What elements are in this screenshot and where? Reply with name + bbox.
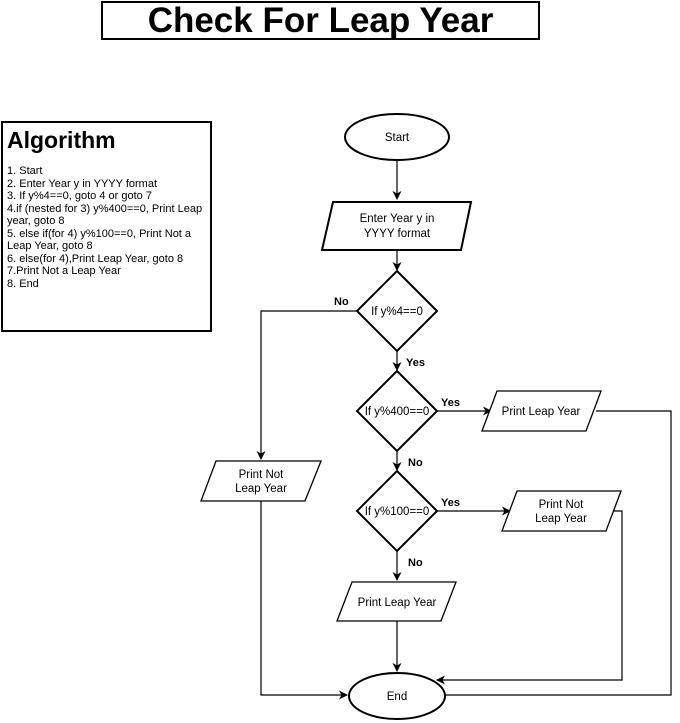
edge-label-d1-no: No bbox=[334, 296, 349, 308]
decision-mod400-label: If y%400==0 bbox=[365, 406, 430, 418]
edge-not-leap-left-to-end bbox=[260, 501, 348, 700]
start-node: Start bbox=[344, 113, 450, 161]
print-leap-bottom-node: Print Leap Year bbox=[336, 581, 457, 622]
edge-label-d2-no: No bbox=[408, 457, 423, 469]
algorithm-heading: Algorithm bbox=[7, 127, 116, 153]
algorithm-step: 7.Print Not a Leap Year bbox=[7, 265, 121, 277]
end-node: End bbox=[348, 672, 446, 720]
print-leap-right-label: Print Leap Year bbox=[502, 406, 581, 418]
print-not-leap-left-node: Print Not Leap Year bbox=[200, 460, 322, 502]
algorithm-step: 5. else if(for 4) y%100==0, Print Not a … bbox=[7, 227, 192, 253]
algorithm-step: 3. If y%4==0, goto 4 or goto 7 bbox=[7, 190, 152, 202]
print-not-leap-right-line1: Print Not bbox=[539, 499, 585, 511]
flowchart-edges bbox=[256, 160, 672, 700]
print-not-leap-right-node: Print Not Leap Year bbox=[501, 490, 622, 532]
edge-label-d3-no: No bbox=[408, 557, 423, 569]
algorithm-step: 1. Start bbox=[7, 165, 43, 177]
decision-mod4: If y%4==0 bbox=[355, 269, 439, 353]
edge-label-d3-yes: Yes bbox=[441, 497, 460, 509]
end-label: End bbox=[387, 691, 407, 703]
print-leap-right-node: Print Leap Year bbox=[481, 390, 602, 432]
algorithm-step: 6. else(for 4),Print Leap Year, goto 8 bbox=[7, 252, 184, 265]
edge-decision1-no bbox=[256, 310, 357, 460]
edge-label-d2-yes: Yes bbox=[441, 397, 460, 409]
edge-label-d1-yes: Yes bbox=[406, 357, 425, 369]
print-not-leap-right-line2: Leap Year bbox=[535, 513, 587, 525]
decision-mod400: If y%400==0 bbox=[355, 369, 439, 453]
diagram-title: Check For Leap Year bbox=[101, 1, 540, 40]
input-label-line1: Enter Year y in bbox=[360, 213, 435, 225]
print-not-leap-left-line2: Leap Year bbox=[235, 483, 287, 495]
print-leap-bottom-label: Print Leap Year bbox=[358, 597, 437, 609]
decision-mod4-label: If y%4==0 bbox=[371, 306, 423, 318]
algorithm-step: 2. Enter Year y in YYYY format bbox=[7, 177, 158, 190]
algorithm-step: 8. End bbox=[7, 277, 39, 290]
decision-mod100-label: If y%100==0 bbox=[365, 506, 430, 518]
start-label: Start bbox=[385, 132, 410, 144]
print-not-leap-left-line1: Print Not bbox=[239, 469, 285, 481]
edge-leap-right-to-end bbox=[436, 410, 672, 700]
input-label-line2: YYYY format bbox=[364, 228, 431, 240]
algorithm-step: 4.if (nested for 3) y%400==0, Print Leap… bbox=[7, 202, 203, 228]
input-node: Enter Year y in YYYY format bbox=[320, 201, 473, 251]
algorithm-panel: Algorithm 1. Start 2. Enter Year y in YY… bbox=[1, 121, 212, 332]
decision-mod100: If y%100==0 bbox=[355, 469, 439, 553]
algorithm-steps: 1. Start 2. Enter Year y in YYYY format … bbox=[7, 165, 206, 290]
edge-not-leap-right-to-end bbox=[436, 510, 623, 685]
